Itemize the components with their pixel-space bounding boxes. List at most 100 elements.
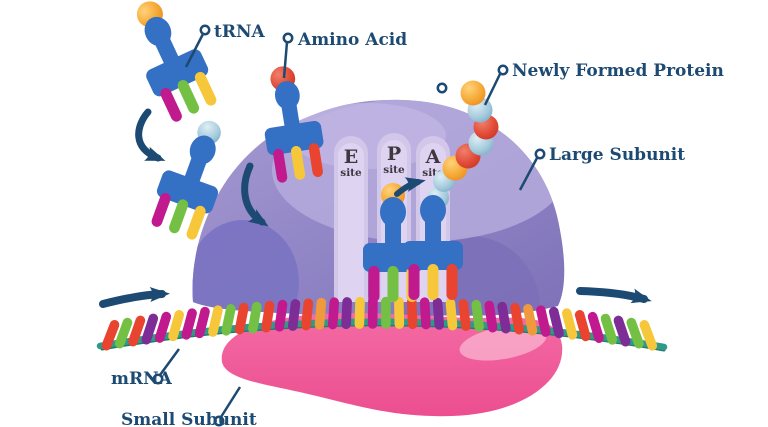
small-subunit-label: Small Subunit [121, 410, 257, 427]
trna-stem [151, 29, 180, 66]
trna-anticodon-leg-green [387, 266, 399, 302]
mrna-base-bar [314, 297, 327, 330]
large-subunit-leader-ring [534, 148, 546, 160]
mrna-base-bar [523, 304, 538, 336]
mrna-base [445, 298, 458, 331]
mrna-base-bar [497, 301, 511, 334]
free-trna-2 [151, 120, 221, 240]
mrna-base [613, 315, 631, 347]
mrna-base-bar [301, 298, 314, 331]
mrna-base-bar [548, 306, 564, 339]
mrna-base-bar [341, 297, 352, 330]
mrna-base-bar [445, 298, 458, 331]
trna-stem [385, 214, 401, 246]
mrna-base-bar [221, 304, 236, 336]
trna-leader-ring [199, 24, 211, 36]
arrow-mrna-left [99, 287, 170, 308]
small-subunit [221, 313, 563, 417]
mrna-base-bar [484, 300, 498, 333]
mrna-base-bar [419, 297, 431, 330]
free-trna-1 [136, 1, 217, 122]
mrna-base [141, 313, 159, 345]
mrna-base [327, 297, 340, 330]
mrna-base [301, 298, 314, 331]
mrna-base [168, 310, 185, 342]
mrna-label: mRNA [111, 369, 173, 389]
e-site-sub: site [340, 167, 362, 179]
callouts: tRNA Amino Acid Newly Formed Protein Lar… [111, 22, 724, 427]
trna-anticodon-leg-yellow [427, 264, 439, 300]
a-site-letter: A [425, 146, 441, 168]
mrna-base [626, 317, 644, 349]
trna-anticodon-leg-yellow [290, 145, 306, 180]
mrna-base [128, 315, 146, 347]
mrna-base [381, 296, 391, 329]
mrna-base [114, 317, 133, 349]
mrna-base [406, 297, 418, 330]
p-site-sub: site [383, 164, 405, 176]
e-site-channel-inner [338, 143, 364, 302]
small-ring-decoration [436, 82, 448, 94]
arrow-mrna-right [576, 287, 652, 304]
mrna-base-bar [639, 320, 658, 351]
mrna-base-bar [261, 300, 275, 333]
callout-large-subunit: Large Subunit [518, 145, 685, 191]
callout-trna: tRNA [184, 22, 266, 68]
trna-anticodon-leg-yellow [186, 205, 206, 240]
mrna-base [639, 320, 658, 351]
mrna-bases [101, 296, 658, 351]
mrna-leader-ring [152, 373, 164, 385]
mrna-base-bar [613, 315, 631, 347]
mrna-base-bar [248, 301, 262, 334]
mrna-base [523, 304, 538, 336]
trna-stem [183, 149, 210, 184]
callout-mrna: mRNA [111, 348, 181, 389]
mrna-base-bar [287, 299, 301, 331]
trna-stem [280, 96, 300, 129]
mrna-base-bar [141, 313, 159, 345]
mrna-base [394, 296, 405, 329]
mrna-base [561, 308, 578, 340]
newly-formed-protein-leader-ring [497, 64, 509, 76]
p-site-letter: P [387, 143, 401, 165]
large-subunit-leader-line [518, 157, 539, 191]
mrna-base-bar [471, 299, 484, 332]
amino-acid-leader-line [282, 41, 289, 79]
mrna-base [208, 305, 223, 337]
mrna-base [484, 300, 498, 333]
mrna-base-bar [194, 306, 210, 339]
mrna-base [287, 299, 301, 331]
mrna-base-bar [381, 296, 391, 329]
mrna-base-bar [168, 310, 185, 342]
mrna-base [221, 304, 236, 336]
mrna-base-bar [561, 308, 578, 340]
protein-bead-orange [460, 80, 486, 106]
callout-small-subunit: Small Subunit [121, 386, 257, 427]
trna-base [146, 49, 209, 97]
mrna-base [261, 300, 275, 333]
mrna-base [274, 299, 288, 332]
mrna-base-bar [101, 319, 120, 351]
trna-anticodon-leg-magenta [273, 148, 288, 183]
mrna-base-bar [406, 297, 418, 330]
mrna-base-bar [154, 311, 172, 343]
mrna-base-bar [432, 297, 445, 330]
mrna-base [314, 297, 327, 330]
trna-anticodon-leg-magenta [408, 264, 420, 300]
mrna-base-bar [587, 311, 604, 343]
mrna-base-bar [181, 308, 197, 340]
mrna-base-bar [510, 302, 524, 335]
mrna-base-bar [367, 296, 378, 329]
mrna-base [471, 299, 484, 332]
mrna-base [548, 306, 564, 339]
mrna-base-bar [327, 297, 340, 330]
large-subunit-label: Large Subunit [549, 145, 685, 165]
mrna-base-bar [626, 317, 644, 349]
trna-anticodon-leg-magenta [368, 266, 380, 302]
mrna-base [419, 297, 431, 330]
mrna-base [432, 297, 445, 330]
mrna-base [600, 313, 618, 345]
newly-formed-protein-leader-line [483, 73, 502, 106]
